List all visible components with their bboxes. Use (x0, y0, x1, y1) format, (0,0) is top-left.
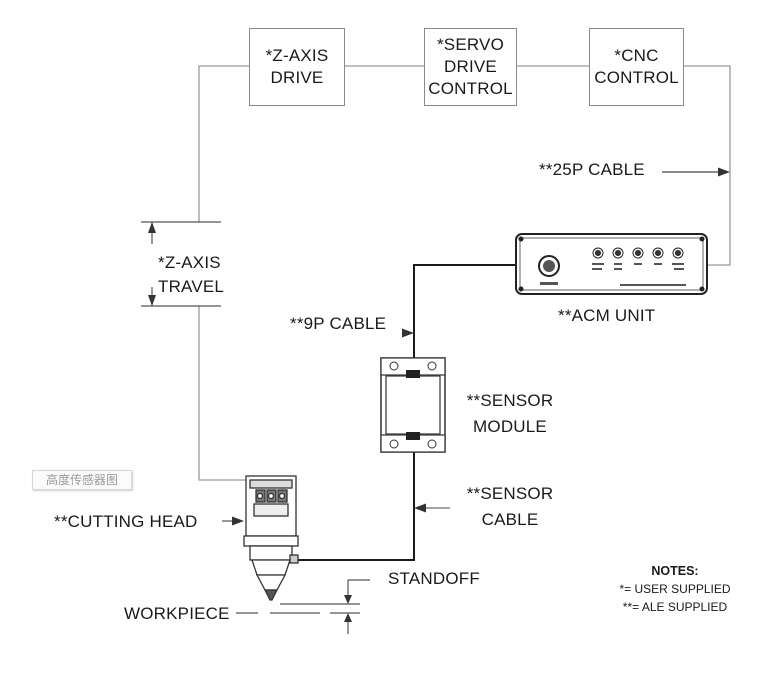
acm-unit-label: **ACM UNIT (558, 306, 656, 325)
cable-25p-arrow (662, 167, 730, 177)
sensor-cable (296, 452, 415, 561)
cutting-head (243, 475, 299, 601)
workpiece (236, 579, 370, 634)
sensor-module-label-line2: MODULE (473, 417, 547, 436)
servo-drive-control-box: *SERVO DRIVE CONTROL (424, 28, 517, 106)
sensor-cable-arrow (414, 503, 450, 513)
cutting-head-label: **CUTTING HEAD (54, 512, 198, 531)
notes-line-user-supplied: *= USER SUPPLIED (619, 582, 731, 596)
sensor-module (380, 357, 446, 453)
watermark-label: 高度传感器图 (32, 470, 132, 490)
notes-title: NOTES: (651, 564, 699, 578)
travel-arrow-down (148, 295, 156, 306)
cable-9p-label: **9P CABLE (290, 314, 387, 333)
sensor-module-label-line1: **SENSOR (466, 391, 554, 410)
cutting-head-arrow (222, 516, 244, 526)
cable-25p-label: **25P CABLE (539, 160, 645, 179)
sensor-cable-label-line2: CABLE (481, 510, 539, 529)
control-connections (198, 65, 731, 481)
cable-9p (413, 264, 516, 358)
standoff-arrow-down (344, 595, 352, 604)
cable-9p-arrow (402, 328, 414, 338)
z-axis-travel-label-line2: TRAVEL (158, 277, 225, 296)
notes-block: NOTES: *= USER SUPPLIED **= ALE SUPPLIED (590, 562, 760, 616)
cnc-control-box: *CNC CONTROL (589, 28, 684, 106)
z-axis-drive-box: *Z-AXIS DRIVE (249, 28, 345, 106)
z-axis-travel-label-line1: *Z-AXIS (158, 253, 221, 272)
standoff-label: STANDOFF (388, 569, 480, 588)
acm-unit (515, 233, 708, 295)
workpiece-label: WORKPIECE (124, 604, 230, 623)
travel-arrow-up (148, 222, 156, 233)
notes-line-ale-supplied: **= ALE SUPPLIED (622, 600, 728, 614)
standoff-arrow-up (344, 613, 352, 622)
sensor-cable-label-line1: **SENSOR (466, 484, 554, 503)
